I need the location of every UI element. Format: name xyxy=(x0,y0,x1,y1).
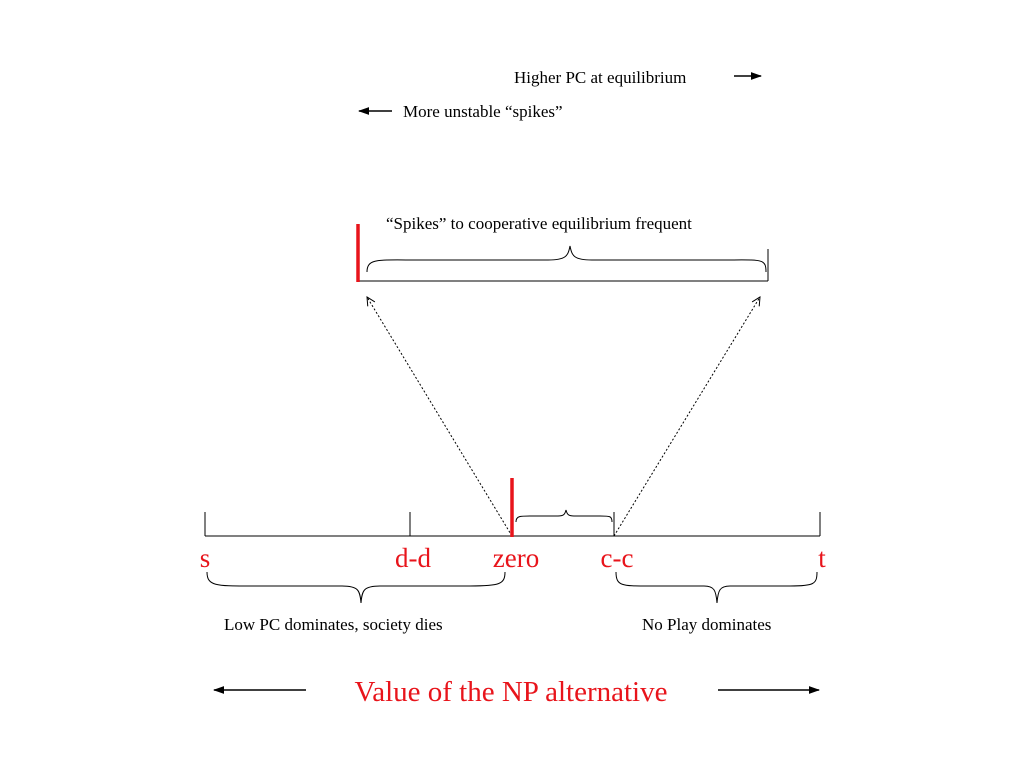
point-label-cc: c-c xyxy=(601,543,634,573)
dotted-arrow-left xyxy=(367,297,513,537)
dotted-arrow-right xyxy=(613,297,760,537)
left-brace-label: Low PC dominates, society dies xyxy=(224,615,443,634)
right-brace-label: No Play dominates xyxy=(642,615,771,634)
upper-curly-brace xyxy=(366,245,767,273)
right-lower-curly-brace xyxy=(615,571,818,604)
more-unstable-note: More unstable “spikes” xyxy=(403,102,563,121)
upper-range-label: “Spikes” to cooperative equilibrium freq… xyxy=(386,214,692,233)
small-curly-brace xyxy=(515,509,613,523)
left-lower-curly-brace xyxy=(206,571,506,604)
point-label-s: s xyxy=(200,543,211,573)
point-label-zero: zero xyxy=(493,543,539,573)
caption-title: Value of the NP alternative xyxy=(355,676,668,708)
point-label-dd: d-d xyxy=(395,543,431,573)
point-label-t: t xyxy=(818,543,826,573)
higher-pc-note: Higher PC at equilibrium xyxy=(514,68,686,87)
